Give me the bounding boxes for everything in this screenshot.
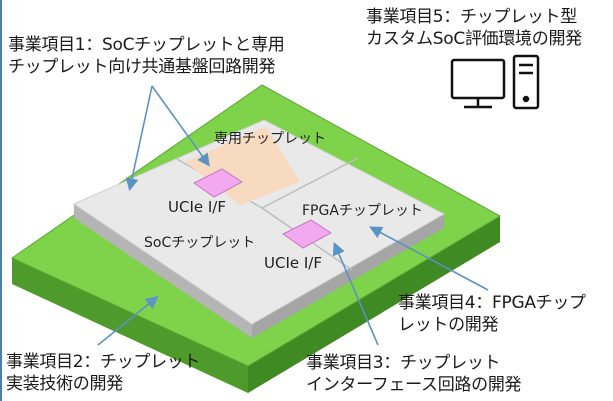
label-item2: 事業項目2：チップレット 実装技術の開発 xyxy=(6,352,201,394)
soc-chiplet-label: SoCチップレット xyxy=(144,235,256,251)
dedicated-chiplet-label: 専用チップレット xyxy=(214,131,326,147)
substrate-side xyxy=(12,258,248,393)
label-item1: 事業項目1：SoCチップレットと専用 チップレット向け共通基盤回路開発 xyxy=(8,35,285,77)
desktop-computer-icon xyxy=(450,54,540,110)
left-edge-line xyxy=(0,0,2,401)
arrow-item1-left xyxy=(125,85,153,192)
dedicated-chiplet-area xyxy=(185,126,300,205)
die-side xyxy=(74,204,252,338)
arrow-item2 xyxy=(97,295,159,346)
ucie-right-label: UCIe I/F xyxy=(264,254,322,272)
arrow-item4 xyxy=(369,226,489,291)
ucie-pad-right xyxy=(282,219,332,249)
die-top xyxy=(72,119,446,325)
arrow-item1-right xyxy=(151,85,210,167)
ucie-left-label: UCIe I/F xyxy=(168,198,226,216)
ucie-pad-left xyxy=(193,168,243,198)
substrate-side-right xyxy=(248,216,500,393)
label-item5: 事業項目5：チップレット型 カスタムSoC評価環境の開発 xyxy=(366,7,582,49)
arrow-item3 xyxy=(332,242,379,346)
fpga-chiplet-label: FPGAチップレット xyxy=(302,203,423,219)
label-item4: 事業項目4：FPGAチップ レットの開発 xyxy=(398,293,586,335)
label-item3: 事業項目3：チップレット インターフェース回路の開発 xyxy=(306,353,522,395)
